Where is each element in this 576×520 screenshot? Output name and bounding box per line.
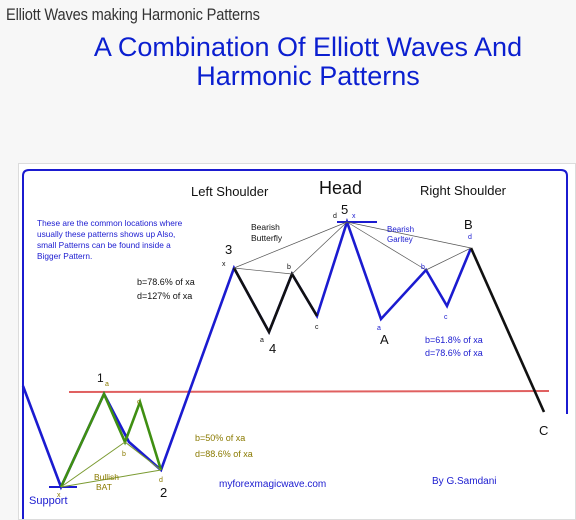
gartley-name-2: Garltey — [387, 235, 413, 244]
bat-point-b: b — [122, 451, 126, 458]
butterfly-xd-line — [233, 221, 348, 269]
butterfly-point-b: b — [287, 264, 291, 271]
resistance-line — [68, 390, 550, 393]
note-line-1: These are the common locations where — [37, 218, 183, 228]
wave-1-label: 1 — [97, 371, 104, 385]
page-heading: Elliott Waves making Harmonic Patterns — [6, 5, 260, 24]
gartley-point-c: c — [444, 314, 448, 321]
bat-ratio-b: b=50% of xa — [195, 433, 245, 443]
note-line-3: small Patterns can be found inside a — [37, 240, 171, 250]
butterfly-ratio-d: d=127% of xa — [137, 291, 192, 301]
right-shoulder-label: Right Shoulder — [420, 183, 507, 198]
gartley-ratio-b: b=61.8% of xa — [425, 335, 483, 345]
elliott-harmonic-diagram: Left Shoulder Head Right Shoulder These … — [21, 169, 568, 519]
gartley-bd-line — [425, 247, 472, 271]
left-shoulder-label: Left Shoulder — [191, 184, 269, 199]
bat-point-c: c — [137, 399, 141, 406]
wave-4-label: 4 — [269, 341, 276, 356]
website-label: myforexmagicwave.com — [219, 479, 326, 490]
butterfly-bd-line — [291, 221, 348, 275]
note-line-4: Bigger Pattern. — [37, 251, 92, 261]
gartley-name-1: Bearish — [387, 225, 414, 234]
butterfly-point-c: c — [315, 324, 319, 331]
gartley-xd-line — [346, 221, 472, 249]
author-label: By G.Samdani — [432, 476, 496, 487]
wave-a-label: A — [380, 332, 389, 347]
gartley-point-a: a — [377, 325, 381, 332]
gartley-point-x: x — [352, 213, 356, 220]
bat-name-2: BAT — [96, 482, 112, 492]
butterfly-name-2: Butterfly — [251, 233, 283, 243]
wave-3-label: 3 — [225, 242, 232, 257]
bat-point-x: x — [57, 492, 61, 499]
butterfly-point-x: x — [222, 261, 226, 268]
butterfly-bc-leg — [232, 267, 319, 336]
bat-bd-line — [124, 441, 162, 471]
diagram-frame — [22, 169, 568, 519]
elliott-wave-c — [469, 247, 546, 413]
butterfly-point-a: a — [260, 337, 264, 344]
gartley-ratio-d: d=78.6% of xa — [425, 348, 483, 358]
gartley-point-b: b — [421, 264, 425, 271]
wave-b-label: B — [464, 217, 473, 232]
butterfly-ratio-b: b=78.6% of xa — [137, 277, 195, 287]
butterfly-name-1: Bearish — [251, 222, 280, 232]
diagram-image: Left Shoulder Head Right Shoulder These … — [18, 163, 576, 520]
support-label: Support — [29, 495, 68, 507]
bat-xb-line — [60, 441, 126, 488]
page-title-line-1: A Combination Of Elliott Waves And — [93, 32, 523, 62]
page-title-line-2: Harmonic Patterns — [196, 61, 420, 91]
wave-5-label: 5 — [341, 202, 348, 217]
page-title: A Combination Of Elliott Waves And Harmo… — [20, 33, 576, 91]
gartley-xb-line — [346, 221, 427, 271]
bat-xd-line — [60, 469, 162, 488]
wave-c-label: C — [539, 423, 548, 438]
elliott-wave-main — [21, 217, 473, 491]
note-line-2: usually these patterns shows up Also, — [37, 229, 175, 239]
bat-point-a: a — [105, 381, 109, 388]
butterfly-xb-line — [233, 267, 293, 275]
bat-point-d: d — [159, 477, 163, 484]
butterfly-point-d: d — [333, 213, 337, 220]
wave-2-label: 2 — [160, 485, 167, 500]
bat-name-1: Bullish — [94, 472, 119, 482]
head-label: Head — [319, 178, 362, 198]
gartley-point-d: d — [468, 234, 472, 241]
bat-ratio-d: d=88.6% of xa — [195, 449, 253, 459]
